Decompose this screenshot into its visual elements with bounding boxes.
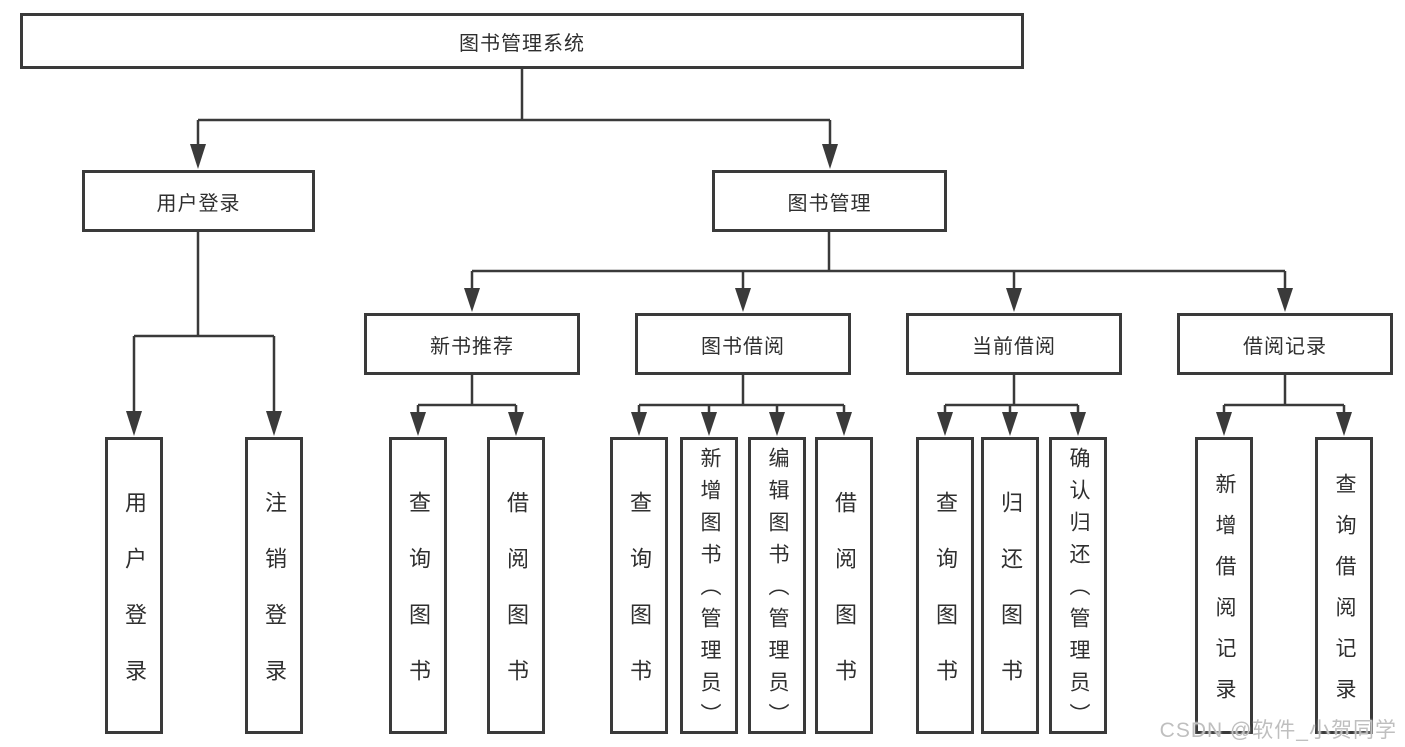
leaf-borrow-books-2: 借阅图书 <box>815 437 873 734</box>
leaf-confirm-return-admin: 确认归还（管理员） <box>1049 437 1107 735</box>
node-book-borrow: 图书借阅 <box>635 313 851 375</box>
arrowhead-return-book <box>1002 412 1018 436</box>
leaf-return-book: 归还图书 <box>981 437 1039 734</box>
leaf-query-borrow-record: 查询借阅记录 <box>1315 437 1373 734</box>
leaf-user-login-label: 用户登录 <box>122 490 147 715</box>
connector-group-new-book-recommend <box>410 375 524 436</box>
leaf-borrow-books-2-label: 借阅图书 <box>832 490 857 715</box>
node-new-book-recommend: 新书推荐 <box>364 313 580 375</box>
node-user-login-branch-label: 用户登录 <box>156 192 241 215</box>
arrowhead-borrow-books-1 <box>508 412 524 436</box>
leaf-query-borrow-record-label: 查询借阅记录 <box>1333 472 1356 719</box>
leaf-edit-book-admin: 编辑图书（管理员） <box>748 437 806 735</box>
arrowhead-book-borrow <box>735 288 751 312</box>
leaf-user-login: 用户登录 <box>105 437 163 734</box>
connector-group-book-borrow <box>631 375 852 436</box>
connector-user-branch <box>126 232 282 436</box>
leaf-logout: 注销登录 <box>245 437 303 734</box>
node-book-borrow-label: 图书借阅 <box>701 335 785 358</box>
leaf-borrow-books-1: 借阅图书 <box>487 437 545 734</box>
node-borrow-record: 借阅记录 <box>1177 313 1393 375</box>
arrowhead-current-borrow <box>1006 288 1022 312</box>
leaf-query-books-1: 查询图书 <box>389 437 447 734</box>
arrowhead-leaf-user-login <box>126 411 142 436</box>
leaf-query-books-3-label: 查询图书 <box>933 490 958 715</box>
leaf-add-borrow-record: 新增借阅记录 <box>1195 437 1253 734</box>
arrowhead-borrow-record <box>1277 288 1293 312</box>
arrowhead-add-book-admin <box>701 412 717 436</box>
connector-book-branch <box>464 232 1293 312</box>
arrowhead-user-login <box>190 144 206 169</box>
connector-group-borrow-record <box>1216 375 1352 436</box>
arrowhead-query-books-3 <box>937 412 953 436</box>
node-current-borrow: 当前借阅 <box>906 313 1122 375</box>
leaf-return-book-label: 归还图书 <box>998 490 1023 715</box>
arrowhead-query-books-2 <box>631 412 647 436</box>
leaf-add-borrow-record-label: 新增借阅记录 <box>1213 472 1236 719</box>
node-borrow-record-label: 借阅记录 <box>1243 335 1327 358</box>
leaf-add-book-admin-label: 新增图书（管理员） <box>698 447 721 735</box>
connector-root-to-level2 <box>190 69 838 169</box>
leaf-edit-book-admin-label: 编辑图书（管理员） <box>766 447 789 735</box>
leaf-confirm-return-admin-label: 确认归还（管理员） <box>1067 447 1090 735</box>
arrowhead-borrow-books-2 <box>836 412 852 436</box>
node-root-label: 图书管理系统 <box>459 32 585 55</box>
arrowhead-edit-book-admin <box>769 412 785 436</box>
leaf-query-books-2: 查询图书 <box>610 437 668 734</box>
arrowhead-confirm-return-admin <box>1070 412 1086 436</box>
node-book-management-branch: 图书管理 <box>712 170 947 232</box>
leaf-query-books-3: 查询图书 <box>916 437 974 734</box>
connector-group-current-borrow <box>937 375 1086 436</box>
leaf-query-books-2-label: 查询图书 <box>627 490 652 715</box>
arrowhead-book-management <box>822 144 838 169</box>
arrowhead-query-books-1 <box>410 412 426 436</box>
watermark: CSDN @软件_小贺同学 <box>1159 719 1397 742</box>
leaf-logout-label: 注销登录 <box>262 490 287 715</box>
arrowhead-query-borrow-record <box>1336 412 1352 436</box>
leaf-borrow-books-1-label: 借阅图书 <box>504 490 529 715</box>
node-user-login-branch: 用户登录 <box>82 170 315 232</box>
leaf-query-books-1-label: 查询图书 <box>406 490 431 715</box>
node-book-management-branch-label: 图书管理 <box>787 192 872 215</box>
node-root: 图书管理系统 <box>20 13 1024 69</box>
arrowhead-leaf-logout <box>266 411 282 436</box>
arrowhead-add-borrow-record <box>1216 412 1232 436</box>
node-current-borrow-label: 当前借阅 <box>972 335 1056 358</box>
arrowhead-new-book-recommend <box>464 288 480 312</box>
node-new-book-recommend-label: 新书推荐 <box>430 335 514 358</box>
leaf-add-book-admin: 新增图书（管理员） <box>680 437 738 735</box>
